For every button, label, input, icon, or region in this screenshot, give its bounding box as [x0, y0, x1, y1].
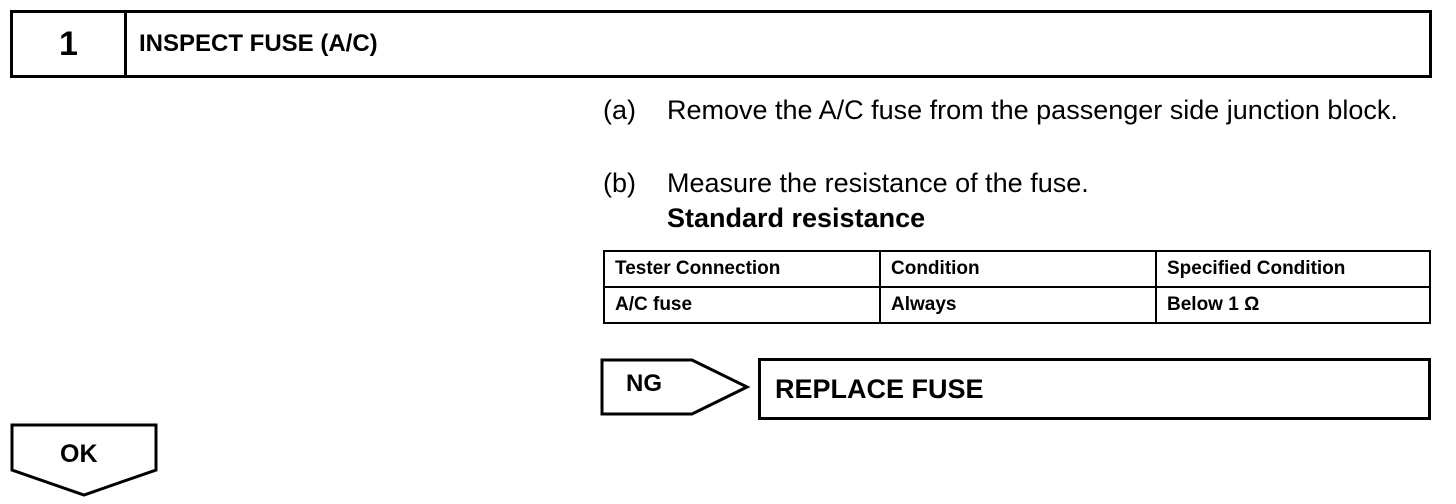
instruction-text: Remove the A/C fuse from the passenger s…: [667, 95, 1398, 125]
ok-arrow-icon: [10, 423, 158, 497]
table-cell: Below 1 Ω: [1155, 286, 1431, 324]
table-header: Condition: [879, 250, 1157, 288]
ok-label: OK: [60, 440, 98, 468]
table-header-row: Tester Connection Condition Specified Co…: [603, 250, 1431, 288]
table-header: Tester Connection: [603, 250, 881, 288]
table-cell: Always: [879, 286, 1157, 324]
step-title: INSPECT FUSE (A/C): [139, 30, 378, 57]
instruction-label: (b): [603, 168, 636, 198]
instruction-text: Measure the resistance of the fuse.: [667, 168, 1089, 198]
table-header: Specified Condition: [1155, 250, 1431, 288]
table-cell: A/C fuse: [603, 286, 881, 324]
step-header: 1 INSPECT FUSE (A/C): [10, 10, 1432, 78]
table-row: A/C fuse Always Below 1 Ω: [603, 286, 1431, 324]
instruction-label: (a): [603, 95, 636, 125]
standard-heading: Standard resistance: [667, 203, 926, 233]
spec-table: Tester Connection Condition Specified Co…: [603, 250, 1431, 324]
ng-arrow-icon: [600, 358, 750, 416]
ng-action-text: REPLACE FUSE: [775, 373, 984, 404]
ng-action-box: REPLACE FUSE: [758, 358, 1431, 420]
ng-label: NG: [626, 370, 662, 397]
step-number: 1: [13, 13, 127, 75]
